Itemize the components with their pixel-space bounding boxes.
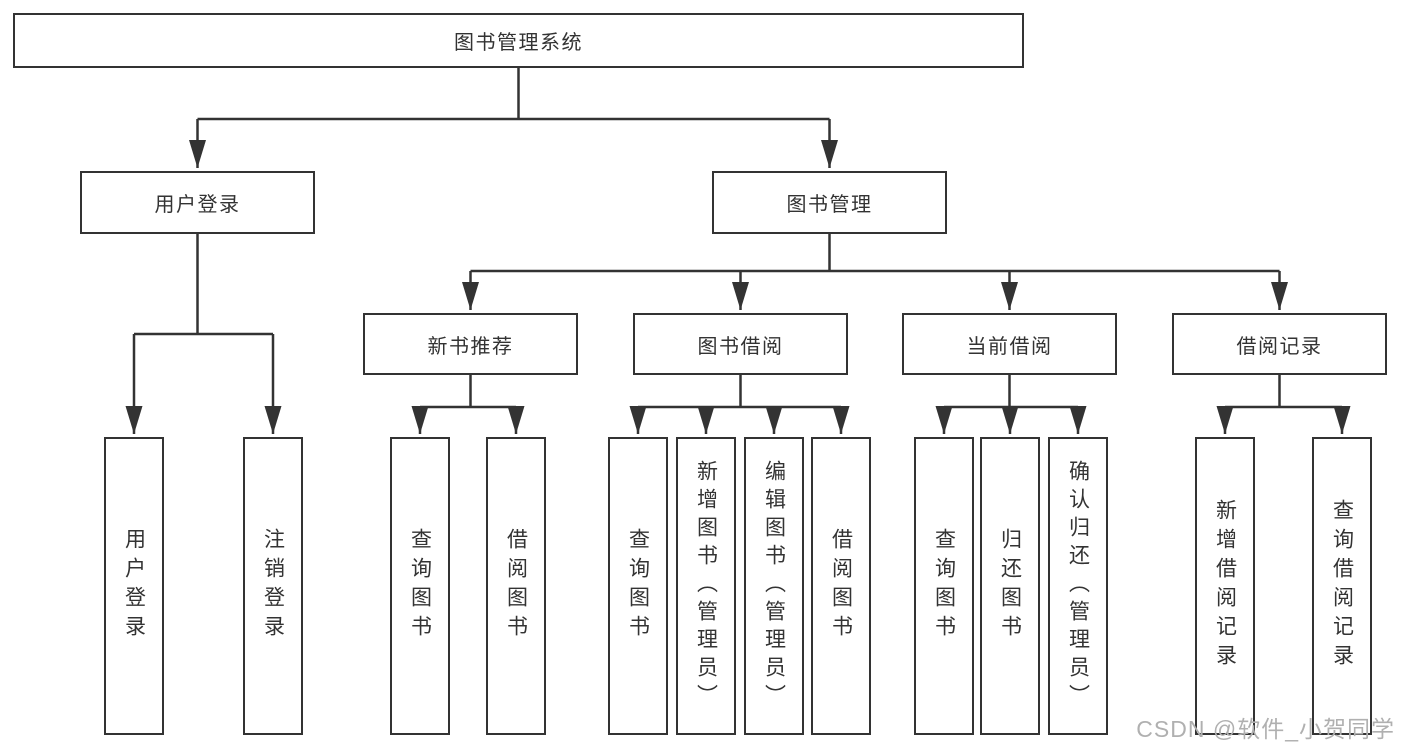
leaf-borrow-query-books: 查询图书 — [608, 437, 668, 735]
leaf-label: 新增图书（管理员） — [694, 460, 718, 712]
leaf-label: 新增借阅记录 — [1213, 499, 1237, 673]
node-book-borrow: 图书借阅 — [633, 313, 848, 375]
leaf-label: 借阅图书 — [829, 528, 853, 644]
leaf-borrow-edit-books-admin: 编辑图书（管理员） — [744, 437, 804, 735]
leaf-label: 用户登录 — [122, 528, 146, 644]
leaf-label: 借阅图书 — [504, 528, 528, 644]
leaf-records-add-record: 新增借阅记录 — [1195, 437, 1255, 735]
leaf-borrow-add-books-admin: 新增图书（管理员） — [676, 437, 736, 735]
node-library-system: 图书管理系统 — [13, 13, 1024, 68]
watermark: CSDN @软件_小贺同学 — [1136, 716, 1395, 742]
leaf-recommend-query-books: 查询图书 — [390, 437, 450, 735]
node-new-book-recommend: 新书推荐 — [363, 313, 578, 375]
leaf-label: 查询图书 — [408, 528, 432, 644]
leaf-user-login: 用户登录 — [104, 437, 164, 735]
leaf-logout-login: 注销登录 — [243, 437, 303, 735]
leaf-label: 查询借阅记录 — [1330, 499, 1354, 673]
leaf-current-confirm-return-admin: 确认归还（管理员） — [1048, 437, 1108, 735]
leaf-recommend-borrow-books: 借阅图书 — [486, 437, 546, 735]
leaf-current-query-books: 查询图书 — [914, 437, 974, 735]
leaf-label: 注销登录 — [261, 528, 285, 644]
leaf-label: 确认归还（管理员） — [1066, 460, 1090, 712]
node-current-borrow: 当前借阅 — [902, 313, 1117, 375]
node-borrow-records: 借阅记录 — [1172, 313, 1387, 375]
leaf-borrow-borrow-books: 借阅图书 — [811, 437, 871, 735]
leaf-label: 查询图书 — [626, 528, 650, 644]
leaf-current-return-books: 归还图书 — [980, 437, 1040, 735]
node-book-management: 图书管理 — [712, 171, 947, 234]
leaf-records-query-record: 查询借阅记录 — [1312, 437, 1372, 735]
node-user-login: 用户登录 — [80, 171, 315, 234]
leaf-label: 归还图书 — [998, 528, 1022, 644]
leaf-label: 查询图书 — [932, 528, 956, 644]
leaf-label: 编辑图书（管理员） — [762, 460, 786, 712]
